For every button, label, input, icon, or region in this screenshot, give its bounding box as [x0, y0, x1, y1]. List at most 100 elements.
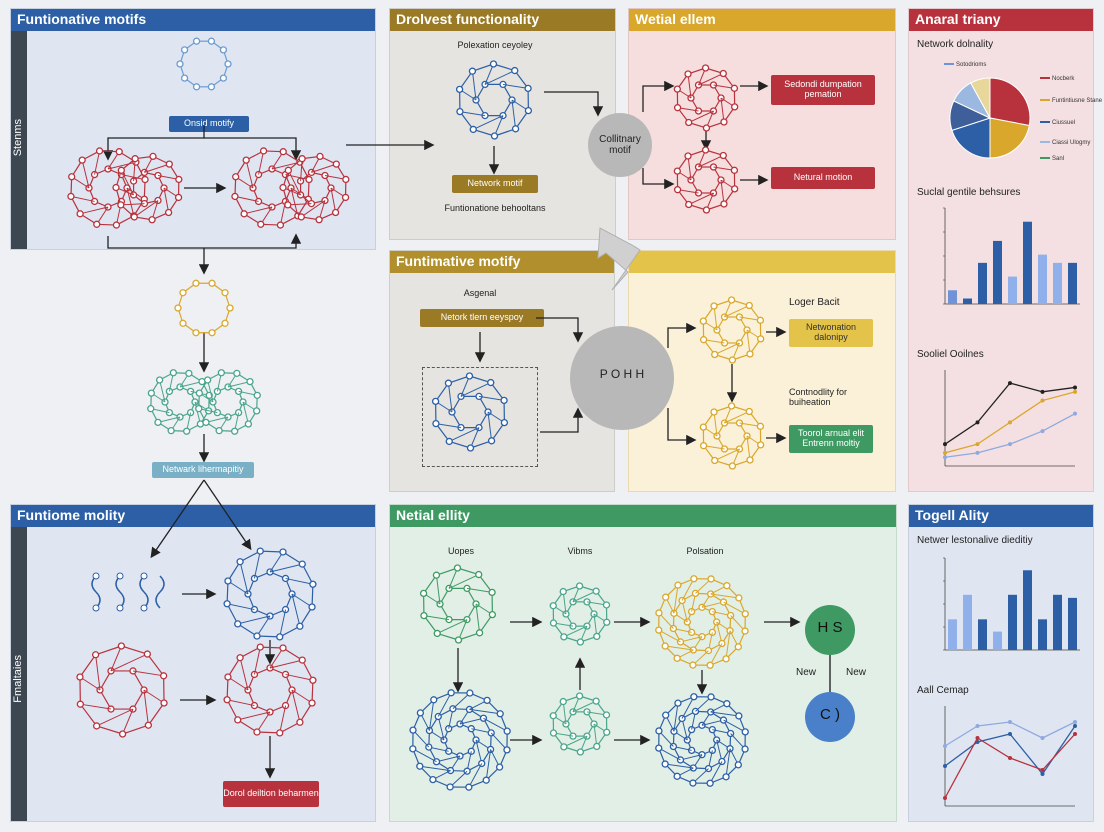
top-label: Polexation ceyoley [457, 41, 533, 50]
panel-header: Netial ellity [390, 505, 896, 527]
protein-gold [174, 279, 234, 337]
arrow-to-circle [544, 91, 604, 117]
legend-text: Sanl [1052, 156, 1065, 162]
series-point [1073, 732, 1077, 736]
blue-net-6 [655, 693, 749, 787]
col-label-2: Vibms [567, 547, 593, 556]
series-point [943, 450, 947, 455]
bar [1053, 594, 1062, 650]
mid-label: Contnodlity for buiheation [789, 387, 848, 407]
dashed-frame [422, 367, 538, 467]
green-net-1 [419, 564, 497, 644]
molecule-networks [67, 37, 765, 791]
series-point [943, 455, 947, 460]
red-cage-top [673, 64, 739, 132]
bar [993, 240, 1002, 304]
green-node [805, 605, 855, 655]
series-point [975, 736, 980, 740]
blue-dashed-network [431, 372, 509, 452]
panel-header: Anaral triany [909, 9, 1093, 31]
teal-net-5 [549, 692, 611, 756]
series-point [1008, 720, 1012, 724]
pie-chart-title: Network dolnality [917, 39, 994, 50]
protein-top [176, 37, 232, 91]
panel-header: Funtionative motifs [11, 9, 375, 31]
arrow-diag-left [150, 479, 205, 559]
arrow-circle-up [642, 80, 675, 112]
bar [1008, 594, 1017, 650]
legend-swatch [1040, 77, 1050, 80]
series-point [975, 442, 980, 447]
legend-text: Ciassi Ulogmy [1052, 140, 1091, 146]
panel-funtimative-motify: Funtimative motify Asgenal Netork tlern … [389, 250, 615, 492]
arrow-split-right [204, 137, 302, 161]
pie-slice [970, 77, 991, 119]
bar [1053, 262, 1062, 304]
teal-network-b [195, 369, 261, 435]
arrow-split-left [102, 125, 205, 161]
bar-chart-title: Netwer lestonalive dieditiy [917, 535, 1033, 546]
legend-swatch [1040, 141, 1050, 144]
arrow-diag-right [203, 479, 252, 551]
bar [1068, 262, 1077, 304]
hex-text: P O H H [599, 368, 645, 381]
pie-legend-item: Ciassi Ulogmy [1040, 140, 1090, 146]
node-top-text: H S [817, 620, 843, 636]
panel-funtiome-molity: Funtiome molity Fmaltaies Dorol deiltion… [10, 504, 376, 822]
pie-legend-item: Sotodrioms [944, 62, 986, 68]
series-point [1040, 736, 1045, 740]
legend-text: Nocberk [1052, 76, 1075, 82]
bar [993, 631, 1002, 650]
red-network-left-b [112, 152, 183, 224]
bar [1038, 254, 1047, 304]
charts [943, 77, 1080, 807]
red-box-bottom: Netural motion [771, 167, 875, 189]
side-bar [11, 31, 27, 249]
bar [948, 619, 957, 650]
blue-chains [91, 572, 165, 612]
arrow-circle-down [642, 168, 675, 190]
top-label: Asgenal [463, 289, 497, 298]
connector-arrows [102, 80, 801, 779]
line-chart-title: Sooliel Ooilnes [917, 349, 984, 360]
top-label: Loger Bacit [789, 297, 840, 308]
red-network-right-b [279, 152, 350, 224]
red-lattice [76, 642, 168, 738]
bar [1068, 597, 1077, 650]
circle-label: Collitnary motif [599, 134, 641, 156]
red-ring [223, 643, 317, 737]
arrow-hex-to-gold [667, 322, 697, 348]
bottom-label: Funtionatione behooltans [444, 204, 546, 213]
bar [1008, 276, 1017, 304]
legend-swatch [1040, 121, 1050, 124]
red-cage-bottom [673, 146, 739, 214]
series-point [1040, 398, 1045, 403]
legend-text: Ciussuel [1052, 120, 1076, 126]
col-label-3: Polsation [686, 547, 724, 556]
panel-functional-motifs: Funtionative motifs Stenms Onsid motify [10, 8, 376, 250]
panel-header: Funtimative motify [390, 251, 614, 273]
side-bar [11, 527, 27, 821]
series-line [944, 413, 1076, 458]
series-point [975, 420, 980, 425]
pie-legend-item: Nocberk [1040, 76, 1074, 82]
series-line [944, 733, 1076, 799]
panel-header [629, 251, 895, 273]
blue-hex-network [455, 60, 533, 140]
series-point [1040, 429, 1045, 434]
blue-ball [223, 547, 317, 641]
bar [1023, 221, 1032, 304]
pie-slice [951, 117, 991, 159]
green-box-bottom: Toorol arnual elit Entrenn moltiy [789, 425, 873, 453]
series-point [1073, 389, 1077, 394]
series-point [943, 796, 947, 800]
col-label-1: Uopes [447, 547, 474, 556]
arrow-to-hex [536, 317, 584, 343]
bar [948, 290, 957, 304]
bar [963, 594, 972, 650]
panel-netial-ellity: Netial ellity Uopes Vibms Polsation New … [389, 504, 897, 822]
arrow-dashed-to-hex [540, 407, 584, 433]
network-motif-box: Network motif [452, 175, 538, 193]
new-label-right: New [846, 667, 867, 678]
